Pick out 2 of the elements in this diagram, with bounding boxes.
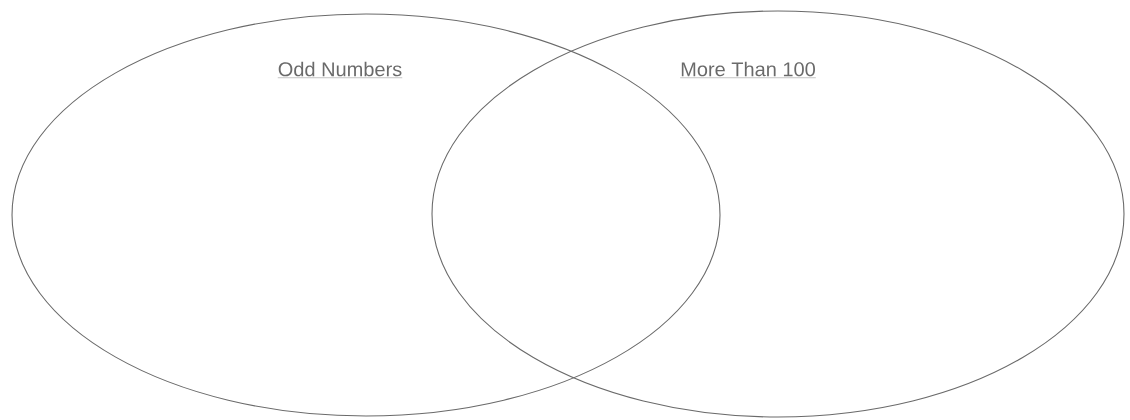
set-label: Odd Numbers xyxy=(277,61,403,78)
set-label: More Than 100 xyxy=(679,61,817,78)
